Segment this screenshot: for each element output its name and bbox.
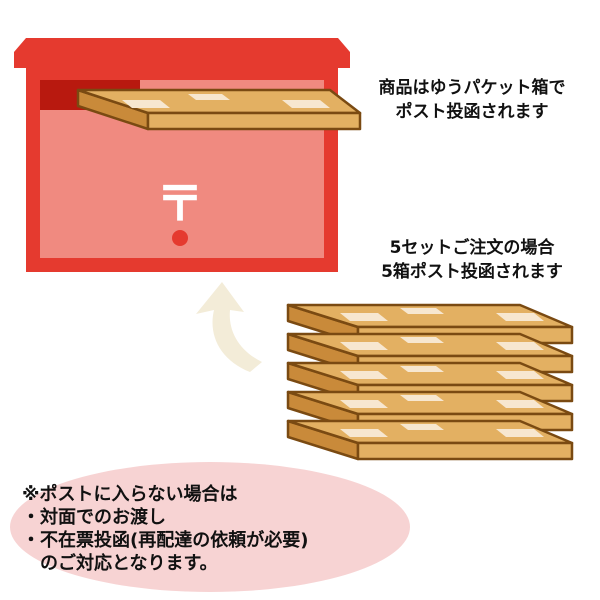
arrow-icon bbox=[196, 282, 262, 372]
caption-top-line2: ポスト投函されます bbox=[395, 102, 549, 122]
postal-mark-icon: 〒 bbox=[156, 176, 204, 232]
package-box bbox=[286, 419, 574, 461]
package-stack bbox=[286, 303, 574, 461]
caption-middle-line1: 5セットご注文の場合 bbox=[389, 238, 555, 258]
mailbox: 〒 bbox=[14, 38, 350, 272]
caption-middle: 5セットご注文の場合 5箱ポスト投函されます bbox=[352, 236, 592, 284]
note-line1: ※ポストに入らない場合は bbox=[22, 484, 238, 505]
note-line3: ・不在票投函(再配達の依頼が必要) bbox=[22, 530, 309, 551]
note-line2: ・対面でのお渡し bbox=[22, 507, 166, 528]
package-entering-slot bbox=[76, 88, 362, 131]
note-line4: のご対応となります。 bbox=[22, 553, 218, 574]
mailbox-roof bbox=[14, 38, 350, 68]
package-box bbox=[286, 332, 574, 374]
note-background bbox=[10, 462, 410, 592]
caption-middle-line2: 5箱ポスト投函されます bbox=[381, 262, 563, 282]
caption-top-line1: 商品はゆうパケット箱で bbox=[378, 78, 566, 98]
mailbox-dot bbox=[172, 230, 188, 246]
note: ※ポストに入らない場合は ・対面でのお渡し ・不在票投函(再配達の依頼が必要) … bbox=[22, 483, 308, 575]
caption-top: 商品はゆうパケット箱で ポスト投函されます bbox=[352, 76, 592, 124]
